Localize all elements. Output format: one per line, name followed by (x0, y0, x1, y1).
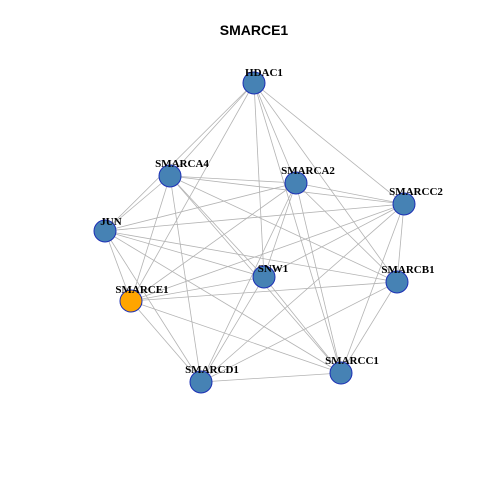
node-smarcc1[interactable]: SMARCC1 (325, 355, 379, 385)
edge-smarcc2-snw1 (263, 203, 405, 278)
node-label: SMARCA2 (281, 165, 335, 177)
node-jun[interactable]: JUN (93, 216, 122, 243)
edge-smarca4-jun (104, 175, 171, 232)
node-smarce1[interactable]: SMARCE1 (115, 284, 169, 313)
graph-title: SMARCE1 (220, 22, 289, 38)
edge-snw1-smarcc1 (263, 276, 342, 374)
edge-smarca2-snw1 (263, 182, 297, 278)
edge-layer (104, 82, 405, 383)
edge-smarcb1-smarce1 (130, 281, 398, 302)
node-label: JUN (100, 216, 121, 228)
edge-smarcc2-smarcd1 (200, 203, 405, 383)
edge-smarca2-smarcc2 (295, 182, 405, 205)
edge-smarcb1-smarcd1 (200, 281, 398, 383)
edge-hdac1-smarcb1 (253, 82, 398, 283)
edge-jun-snw1 (104, 230, 265, 278)
edge-smarce1-smarcc1 (130, 300, 342, 374)
node-smarcd1[interactable]: SMARCD1 (185, 364, 239, 394)
edge-hdac1-smarce1 (130, 82, 255, 302)
edge-hdac1-smarca2 (253, 82, 297, 184)
node-circle[interactable] (392, 192, 416, 216)
node-circle[interactable] (252, 265, 276, 289)
node-label: SMARCD1 (185, 364, 239, 376)
edge-smarcb1-smarcc1 (340, 281, 398, 374)
node-snw1[interactable]: SNW1 (252, 263, 289, 289)
edge-jun-smarcb1 (104, 230, 398, 283)
edge-smarcc2-jun (104, 203, 405, 232)
node-label: SMARCA4 (155, 158, 209, 170)
edge-jun-smarcd1 (104, 230, 202, 383)
node-hdac1[interactable]: HDAC1 (242, 67, 283, 95)
edge-smarcc2-smarcc1 (340, 203, 405, 374)
node-circle[interactable] (329, 361, 353, 385)
node-smarca4[interactable]: SMARCA4 (155, 158, 209, 188)
edge-hdac1-smarca4 (169, 82, 255, 177)
edge-smarce1-smarcd1 (130, 300, 202, 383)
node-smarcb1[interactable]: SMARCB1 (381, 264, 435, 294)
node-label: SMARCB1 (381, 264, 434, 276)
edge-smarcc2-smarce1 (130, 203, 405, 302)
edge-smarcc1-smarcd1 (200, 372, 342, 383)
edge-hdac1-jun (104, 82, 255, 232)
node-circle[interactable] (189, 370, 213, 394)
edge-jun-smarcc1 (104, 230, 342, 374)
node-label: SMARCE1 (115, 284, 168, 296)
edge-smarca4-smarce1 (130, 175, 171, 302)
edge-snw1-smarce1 (130, 276, 265, 302)
node-circle[interactable] (385, 270, 409, 294)
node-label: HDAC1 (245, 67, 283, 79)
edge-smarca4-smarcb1 (169, 175, 398, 283)
edge-hdac1-smarcc2 (253, 82, 405, 205)
node-smarca2[interactable]: SMARCA2 (281, 165, 335, 195)
node-label: SNW1 (258, 263, 289, 275)
edge-hdac1-smarcc1 (253, 82, 342, 374)
edge-snw1-smarcd1 (200, 276, 265, 383)
edge-smarca4-snw1 (169, 175, 265, 278)
edge-smarca2-smarcc1 (295, 182, 342, 374)
node-circle[interactable] (242, 71, 266, 95)
node-circle[interactable] (119, 289, 143, 313)
node-label: SMARCC2 (389, 186, 443, 198)
edge-jun-smarce1 (104, 230, 132, 302)
node-circle[interactable] (158, 164, 182, 188)
edge-smarca2-jun (104, 182, 297, 232)
node-circle[interactable] (284, 171, 308, 195)
node-label: SMARCC1 (325, 355, 379, 367)
edge-smarca2-smarce1 (130, 182, 297, 302)
edge-smarca2-smarcd1 (200, 182, 297, 383)
edge-smarca4-smarca2 (169, 175, 297, 184)
edge-smarcc2-smarcb1 (396, 203, 405, 283)
edge-smarca2-smarcb1 (295, 182, 398, 283)
node-circle[interactable] (93, 219, 117, 243)
node-smarcc2[interactable]: SMARCC2 (389, 186, 443, 216)
edge-hdac1-snw1 (253, 82, 265, 278)
